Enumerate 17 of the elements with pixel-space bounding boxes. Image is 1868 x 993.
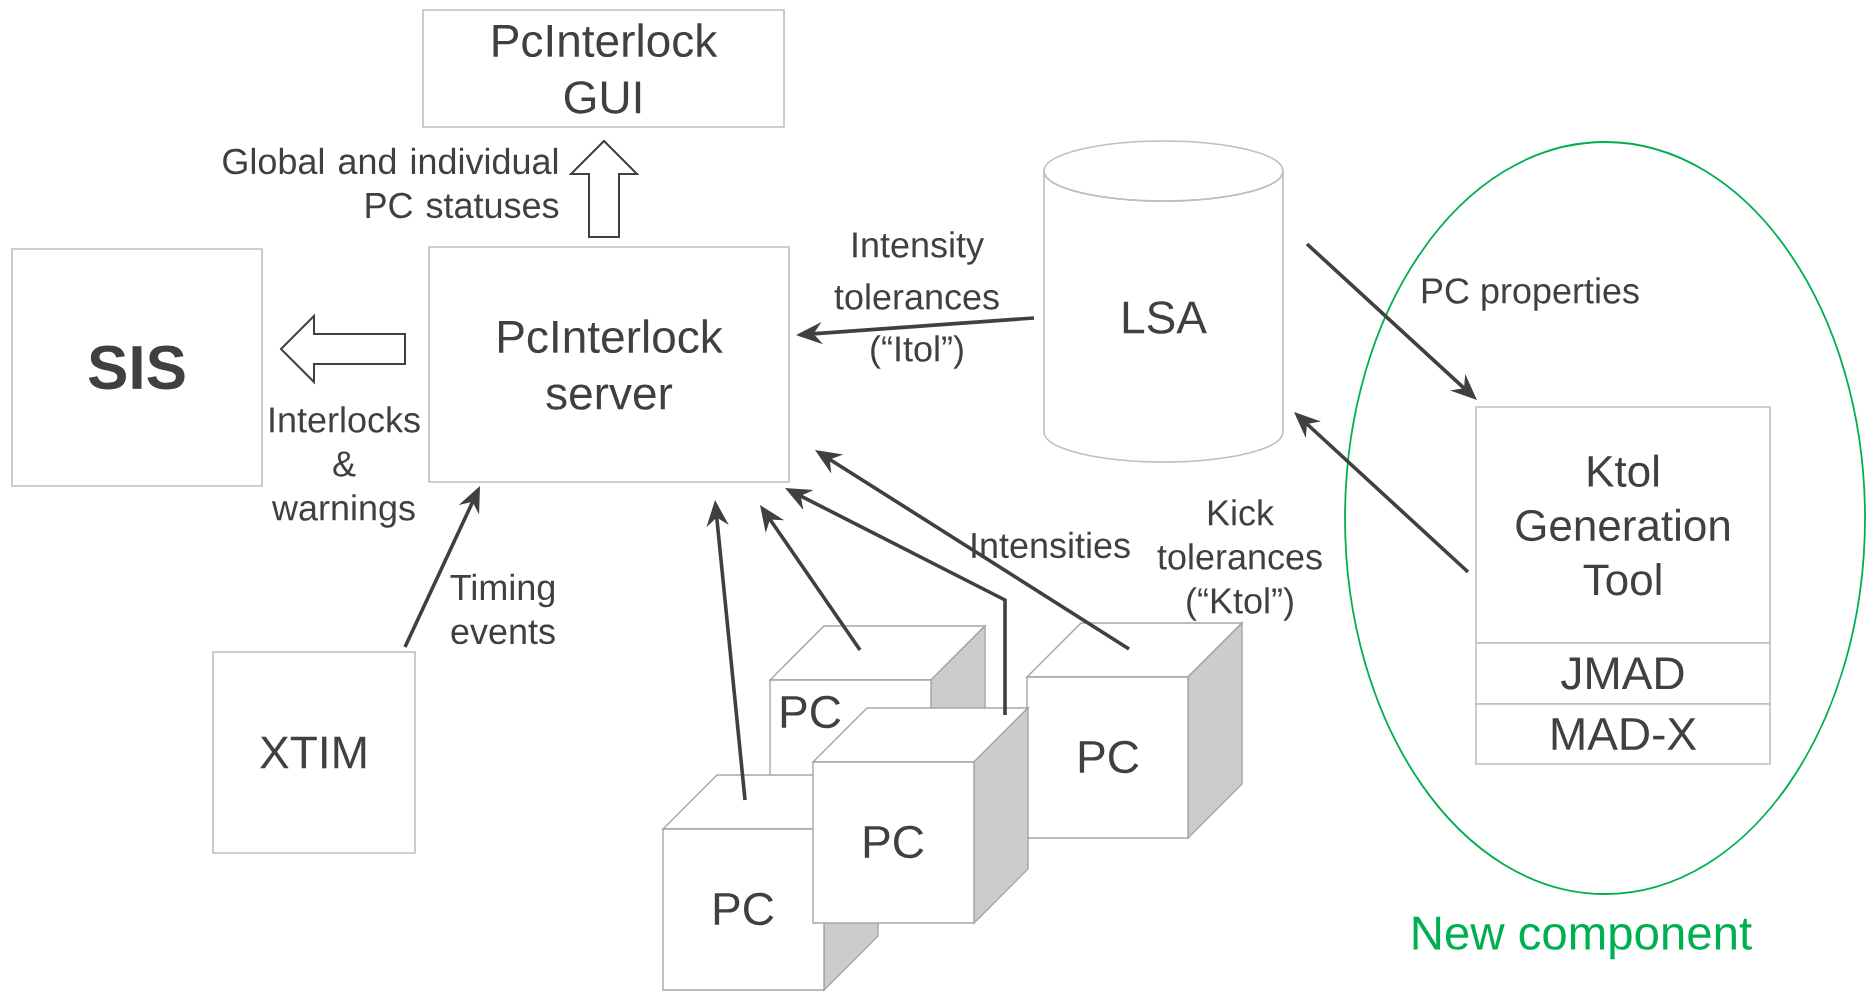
block-arrow [568,139,640,238]
group-heading: New component [1413,916,1752,960]
edge-label: PC properties [1422,277,1639,311]
edge-label: Interlocks & warnings [270,406,420,528]
edge-label: Intensity tolerances (“Itol”) [834,231,999,369]
database-cylinder: LSA [1043,140,1284,463]
component-box: SIS [11,248,263,487]
layer-box: MAD-X [1475,703,1771,765]
component-box: PcInterlock GUI [422,9,785,128]
component-box: PcInterlock server [428,246,790,483]
edge-label: Timing events [450,573,555,645]
block-arrow [279,313,406,385]
edge-label: Global and individual PC statuses [223,147,559,219]
edge-label: Kick tolerances (“Ktol”) [1157,499,1322,621]
layer-box: JMAD [1475,642,1771,705]
component-box: XTIM [212,651,416,854]
edge-label: Intensities [972,531,1130,559]
